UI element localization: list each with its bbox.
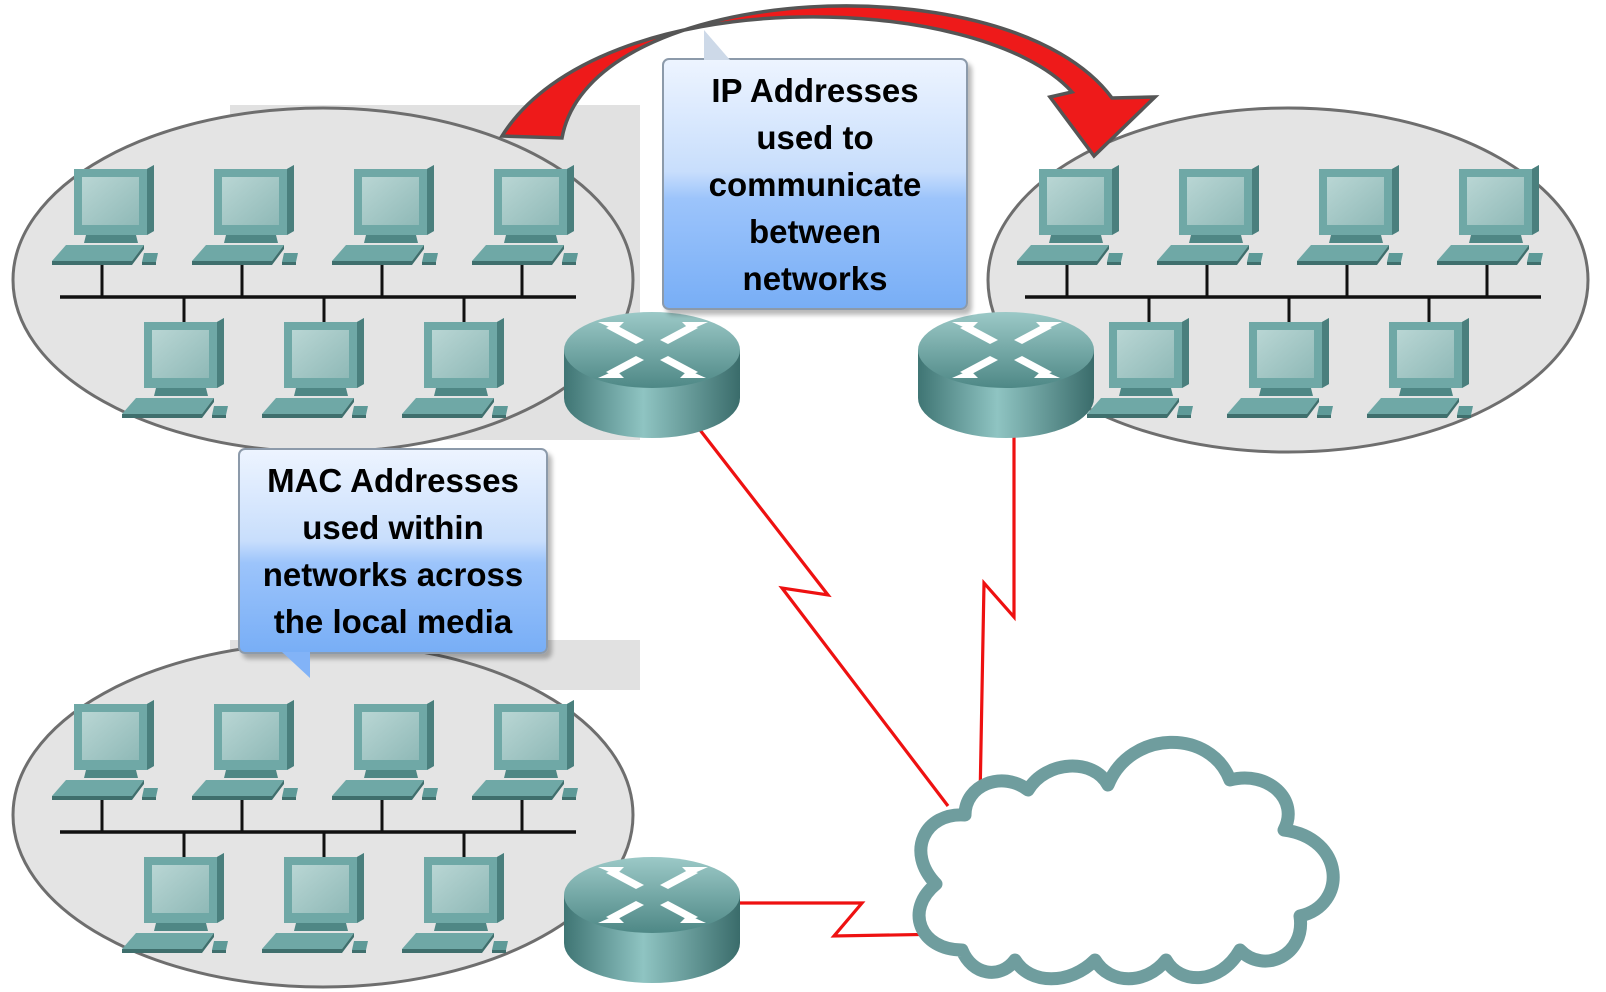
wan-links [698, 429, 1016, 938]
router-icon[interactable] [564, 857, 740, 983]
wan-link-top-right [978, 430, 1016, 801]
wan-link-top-left [698, 429, 950, 807]
wan-link-bottom-left [728, 901, 951, 938]
curved-arrow-icon [498, 4, 1160, 159]
callout-line: between [748, 212, 882, 250]
callout-line: used within [302, 509, 484, 546]
cloud-icon [912, 735, 1340, 986]
router-icon[interactable] [564, 312, 740, 438]
callout-line: the local media [273, 603, 513, 640]
ip-address-callout: IP Addresses used to communicate between… [662, 30, 968, 310]
mac-address-callout: MAC Addresses used within networks acros… [238, 448, 548, 678]
callout-tail [704, 30, 730, 60]
callout-line: IP Addresses [711, 71, 919, 109]
callout-line: communicate [708, 165, 922, 203]
callout-line: networks across [262, 556, 524, 593]
callout-line: MAC Addresses [267, 462, 519, 499]
callout-line: used to [756, 118, 874, 156]
callout-tail [282, 652, 310, 678]
callout-line: networks [742, 259, 888, 297]
router-icon[interactable] [918, 312, 1094, 438]
